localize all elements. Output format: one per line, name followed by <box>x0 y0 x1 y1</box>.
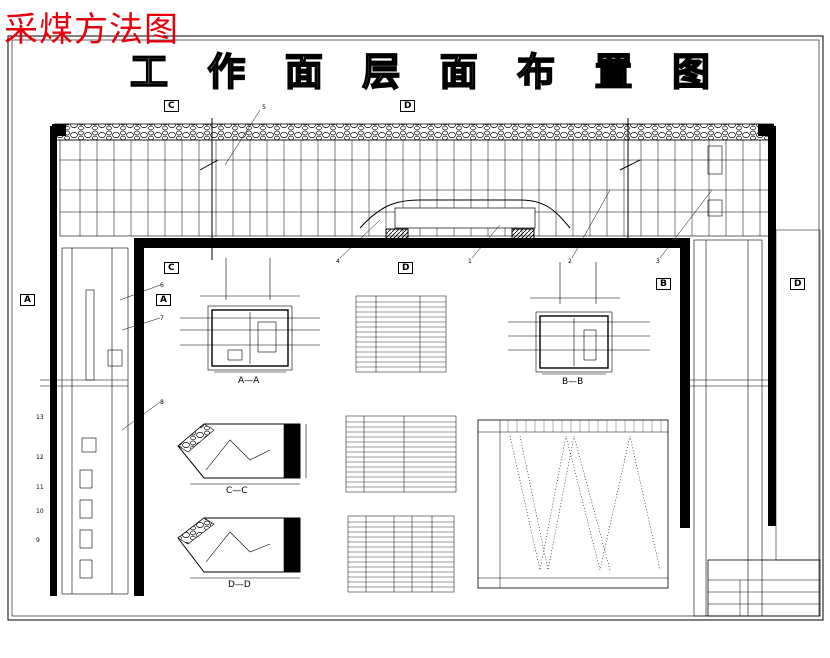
drawing-title-char: 面 <box>439 50 479 94</box>
callout-number: 3 <box>656 258 660 265</box>
drawing-title-char: 图 <box>671 50 711 94</box>
table-mid-middle <box>345 415 457 493</box>
callout-number: 13 <box>36 414 44 421</box>
section-marker-a-left: A <box>20 294 35 306</box>
table-bottom-rows <box>348 521 454 588</box>
hydraulic-supports <box>79 140 761 236</box>
section-caption-aa: A—A <box>238 376 260 386</box>
table-top-rows <box>356 301 446 368</box>
section-marker-a-mid: A <box>156 294 171 306</box>
conveyor-arch <box>359 199 571 229</box>
section-caption-bb: B—B <box>562 377 584 387</box>
section-a-a <box>180 258 320 373</box>
section-c-c <box>177 423 307 485</box>
drawing-title-char: 置 <box>594 50 634 94</box>
callout-leaders <box>119 109 713 431</box>
section-b-b <box>508 262 650 375</box>
callout-number: 5 <box>262 104 266 111</box>
drawing-title-char: 布 <box>516 50 556 94</box>
table-bottom-middle <box>347 515 455 593</box>
section-caption-dd: D—D <box>228 580 251 590</box>
pillar-right <box>511 228 535 240</box>
section-marker-d-right: D <box>790 278 806 290</box>
callout-number: 6 <box>160 282 164 289</box>
table-top-middle <box>355 295 447 373</box>
drawing-title-char: 作 <box>207 50 247 94</box>
callout-number: 9 <box>36 537 40 544</box>
callout-number: 11 <box>36 484 44 491</box>
section-marker-d-mid: D <box>398 262 414 274</box>
drawing-title-banner: 工 作 面 层 面 布 置 图 <box>129 50 711 94</box>
overlay-title: 采煤方法图 <box>4 10 179 50</box>
stage-loader <box>394 207 536 229</box>
section-caption-cc: C—C <box>226 486 248 496</box>
section-marker-c-top: C <box>164 100 179 112</box>
callout-number: 1 <box>468 258 472 265</box>
chart-dotted-traces <box>509 435 661 571</box>
callout-number: 4 <box>336 258 340 265</box>
right-gate-road <box>680 145 821 617</box>
callout-number: 7 <box>160 315 164 322</box>
section-marker-b-mid: B <box>656 278 671 290</box>
inner-frame <box>11 39 820 617</box>
section-d-d <box>177 517 301 579</box>
table-mid-rows <box>346 421 456 488</box>
pillar-left <box>385 228 409 240</box>
outer-frame <box>7 35 824 621</box>
drawing-title-char: 工 <box>129 50 169 94</box>
section-marker-d-top: D <box>400 100 416 112</box>
callout-number: 12 <box>36 454 44 461</box>
section-marker-c-mid: C <box>164 262 179 274</box>
roof-rock-band <box>54 123 774 141</box>
cycle-operation-chart <box>477 419 669 589</box>
callout-number: 2 <box>568 258 572 265</box>
drawing-title-char: 层 <box>361 50 401 94</box>
section-lines <box>199 118 641 260</box>
left-gate-road <box>40 247 129 595</box>
callout-number: 8 <box>160 399 164 406</box>
drawing-title-char: 面 <box>284 50 324 94</box>
title-block <box>707 559 821 617</box>
chart-grid <box>507 420 662 432</box>
callout-number: 10 <box>36 508 44 515</box>
roadway-walls <box>50 124 776 596</box>
